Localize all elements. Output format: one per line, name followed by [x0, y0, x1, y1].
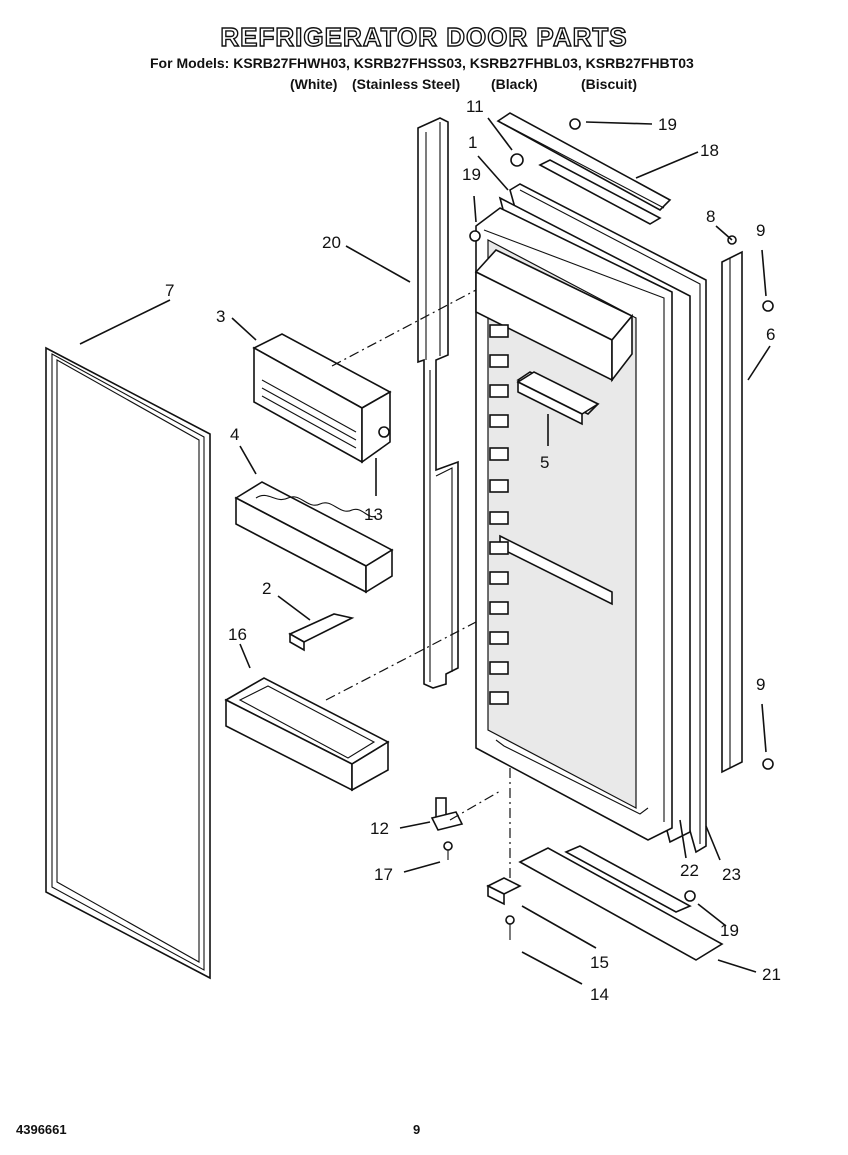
screw-19-left — [469, 230, 481, 242]
callout-11: 11 — [466, 97, 484, 116]
callout-19-left: 19 — [462, 165, 481, 184]
screw-19-bottom — [684, 890, 696, 902]
assembly-lines — [325, 289, 511, 878]
callout-9-bottom: 9 — [756, 675, 765, 694]
callout-18: 18 — [700, 141, 719, 160]
callout-3: 3 — [216, 307, 225, 326]
callout-12: 12 — [370, 819, 389, 838]
callout-8: 8 — [706, 207, 715, 226]
callout-2: 2 — [262, 579, 271, 598]
callout-22: 22 — [680, 861, 699, 880]
lower-hinge — [430, 797, 464, 860]
models-line: For Models: KSRB27FHWH03, KSRB27FHSS03, … — [150, 55, 694, 71]
screw-19-top — [569, 118, 581, 130]
page-title: REFRIGERATOR DOOR PARTS — [220, 21, 628, 52]
door-bin — [224, 677, 390, 792]
door-liner-assembly — [474, 183, 707, 854]
shelf-support-clip — [288, 613, 355, 652]
callout-17: 17 — [374, 865, 393, 884]
callout-4: 4 — [230, 425, 239, 444]
document-number: 4396661 — [16, 1122, 67, 1137]
door-gasket — [45, 346, 211, 980]
screw-13 — [378, 426, 390, 438]
finish-biscuit: (Biscuit) — [581, 76, 637, 92]
door-stop-screw-11 — [510, 153, 524, 167]
leader-lines — [79, 117, 771, 985]
callout-5: 5 — [540, 453, 549, 472]
screw-9-top — [762, 300, 774, 312]
finish-white: (White) — [290, 76, 338, 92]
callout-6: 6 — [766, 325, 775, 344]
door-trim-left — [417, 117, 459, 689]
bottom-trim — [486, 845, 724, 961]
egg-tray — [234, 481, 394, 594]
page-number: 9 — [413, 1122, 421, 1137]
callout-14: 14 — [590, 985, 609, 1004]
door-trim-right — [721, 250, 743, 774]
callout-labels: 7 3 4 2 16 13 20 1 11 19 19 18 8 9 6 5 9… — [165, 97, 781, 1004]
callout-16: 16 — [228, 625, 247, 644]
callout-13: 13 — [364, 505, 383, 524]
callout-15: 15 — [590, 953, 609, 972]
door-top-trim — [496, 112, 672, 225]
callout-7: 7 — [165, 281, 174, 300]
shelf-clip-column — [489, 324, 509, 705]
callout-19-bottom: 19 — [720, 921, 739, 940]
dispenser-module — [252, 333, 392, 464]
small-bin — [516, 371, 600, 426]
callout-23: 23 — [722, 865, 741, 884]
callout-19-top: 19 — [658, 115, 677, 134]
callout-20: 20 — [322, 233, 341, 252]
callout-9-top: 9 — [756, 221, 765, 240]
screw-9-bottom — [762, 758, 774, 770]
finish-stainless: (Stainless Steel) — [352, 76, 461, 92]
finish-black: (Black) — [491, 76, 538, 92]
callout-21: 21 — [762, 965, 781, 984]
callout-1: 1 — [468, 133, 477, 152]
